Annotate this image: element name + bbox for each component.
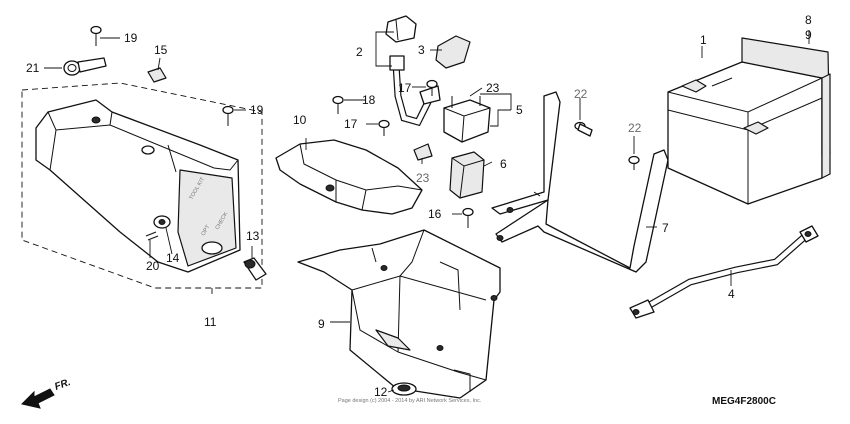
callout-13: 13 (246, 229, 260, 243)
cover-text-opt: OPT (201, 224, 212, 237)
callout-21: 21 (26, 61, 40, 75)
battery-bracket (491, 91, 669, 273)
bolt-17-lower (378, 119, 390, 136)
callout-19-top: 19 (124, 31, 138, 45)
callout-10: 10 (293, 113, 307, 127)
callout-5: 5 (516, 103, 523, 117)
battery-tray (297, 229, 501, 399)
terminal-cover-2 (385, 15, 417, 43)
callout-19-cover: 19 (250, 103, 264, 117)
callout-17-upper: 17 (398, 81, 412, 95)
battery-rubber-sheet (741, 37, 831, 179)
holder-23-lower (413, 143, 433, 161)
bolt-16 (462, 207, 474, 228)
bolt-22-upper (574, 121, 593, 137)
diagram-code: MEG4F2800C (712, 396, 776, 407)
rubber-cap-12 (391, 382, 417, 396)
callout-16: 16 (428, 207, 442, 221)
screw-18 (332, 95, 344, 114)
callout-3: 3 (418, 43, 425, 57)
callout-22-lower: 22 (628, 121, 642, 135)
callout-4: 4 (728, 287, 735, 301)
callout-9-sheet: 9 (805, 28, 812, 42)
callout-12: 12 (374, 385, 388, 399)
callout-18: 18 (362, 93, 376, 107)
relay-cover-3 (435, 35, 471, 69)
callout-14: 14 (166, 251, 180, 265)
callout-23-lower: 23 (416, 171, 430, 185)
copyright-text: Page design (c) 2004 - 2014 by ARI Netwo… (338, 398, 482, 404)
callout-2: 2 (356, 45, 363, 59)
callout-1: 1 (700, 33, 707, 47)
callout-7: 7 (662, 221, 669, 235)
relay-rubber-6 (449, 151, 485, 199)
callout-22-upper: 22 (574, 87, 588, 101)
callout-17-lower: 17 (344, 117, 358, 131)
callout-15: 15 (154, 43, 168, 57)
callout-20: 20 (146, 259, 160, 273)
clip-nut-15 (147, 67, 167, 83)
front-marker-text: FR. (53, 377, 72, 393)
callout-labels: 1 2 3 4 5 6 7 8 9 9 10 11 12 13 14 15 16… (26, 13, 812, 399)
tool-tray (275, 139, 423, 215)
battery (667, 61, 823, 205)
pin-20 (145, 231, 159, 241)
callout-23-upper: 23 (486, 81, 500, 95)
relay-5 (443, 96, 491, 143)
screw-19-cover (222, 105, 234, 126)
bolt-22-lower (628, 155, 640, 170)
bolt-17-upper (426, 79, 438, 96)
cap-13 (243, 257, 267, 281)
grommet-14 (153, 215, 171, 229)
screw-19-top (90, 25, 102, 46)
callout-11: 11 (204, 315, 217, 329)
grommet-21 (63, 57, 107, 76)
front-direction-arrow: FR. (21, 377, 72, 409)
callout-6: 6 (500, 157, 507, 171)
cable-2 (389, 55, 441, 127)
battery-cover: TOOL KIT OPT CHECK (35, 99, 241, 273)
callout-9-tray: 9 (318, 317, 325, 331)
negative-cable (629, 225, 819, 319)
leader-lines (44, 30, 810, 393)
callout-8: 8 (805, 13, 812, 27)
